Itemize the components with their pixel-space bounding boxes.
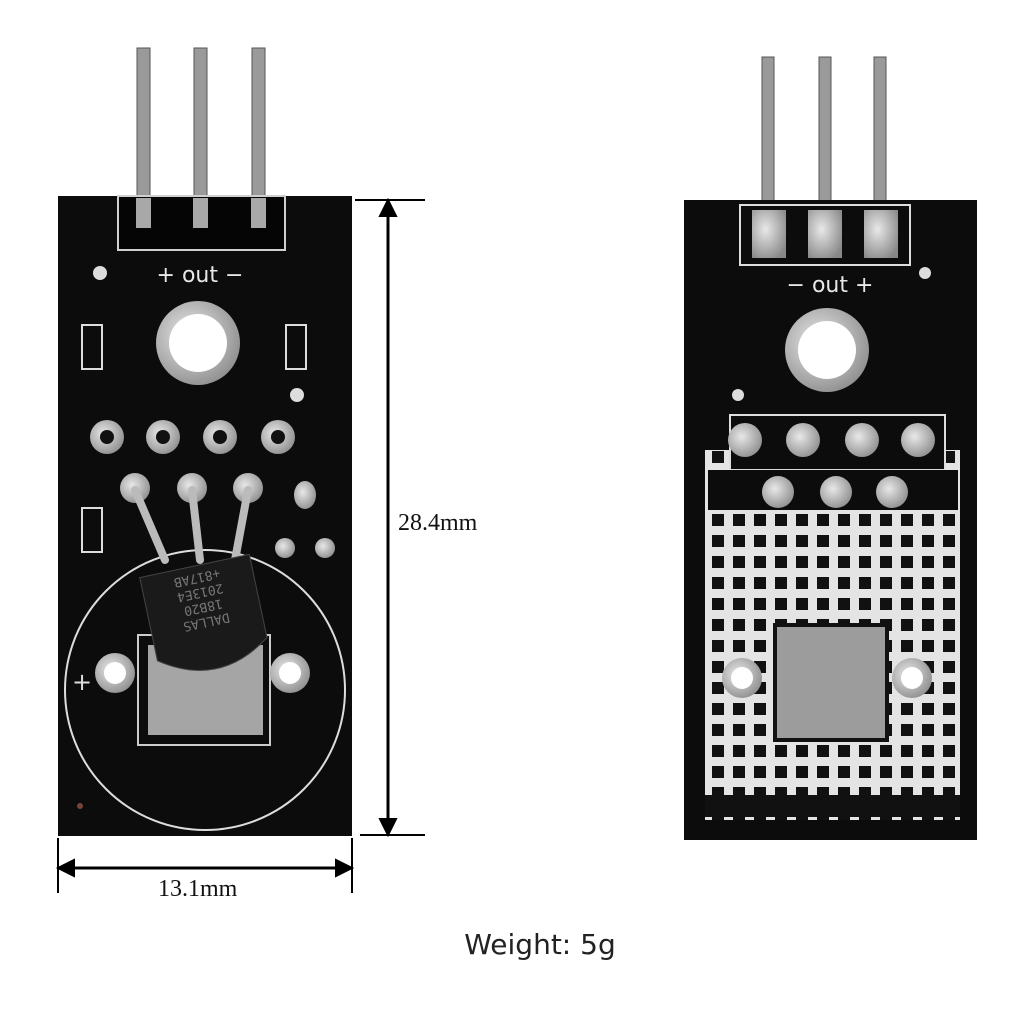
header-pins [136,47,266,231]
polarity-mark: + [72,668,92,696]
width-dimension-label: 13.1mm [158,876,238,902]
back-board: − out + [684,56,977,840]
silkscreen-pin-labels: + out − [157,263,244,288]
weight-label: Weight: 5g [464,928,616,961]
dimension-lines [55,197,425,893]
height-dimension-label: 28.4mm [398,510,478,536]
silkscreen-pin-labels-back: − out + [787,273,874,298]
